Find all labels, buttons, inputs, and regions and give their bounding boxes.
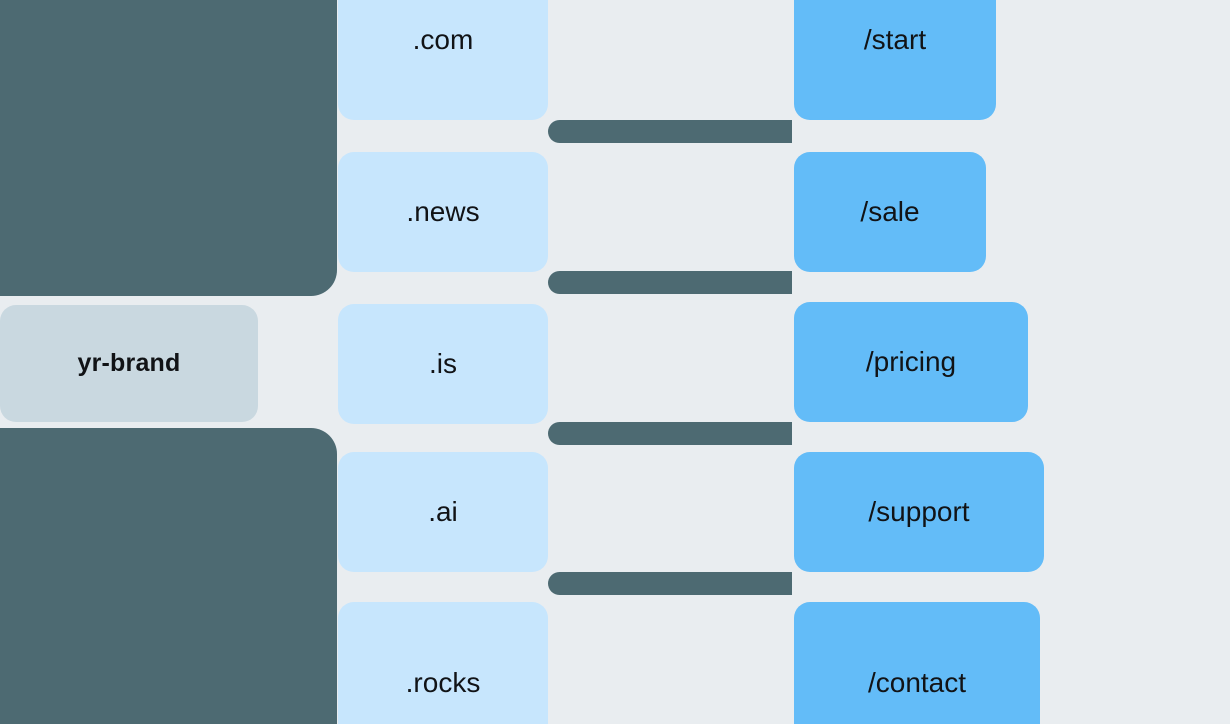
connector-trunk-lower [0, 428, 337, 724]
connector-stub [548, 271, 792, 294]
node-root-yr-brand[interactable]: yr-brand [0, 305, 258, 422]
connector-trunk-upper [0, 0, 337, 296]
node-path[interactable]: /sale [794, 152, 986, 272]
connector-stub [548, 572, 792, 595]
connector-stub [548, 120, 792, 143]
node-tld[interactable]: .rocks [338, 602, 548, 724]
connector-stub [548, 422, 792, 445]
node-path[interactable]: /contact [794, 602, 1040, 724]
node-path[interactable]: /support [794, 452, 1044, 572]
node-tld[interactable]: .com [338, 0, 548, 120]
node-tld[interactable]: .is [338, 304, 548, 424]
node-tld[interactable]: .news [338, 152, 548, 272]
node-path[interactable]: /pricing [794, 302, 1028, 422]
node-tld[interactable]: .ai [338, 452, 548, 572]
node-path[interactable]: /start [794, 0, 996, 120]
